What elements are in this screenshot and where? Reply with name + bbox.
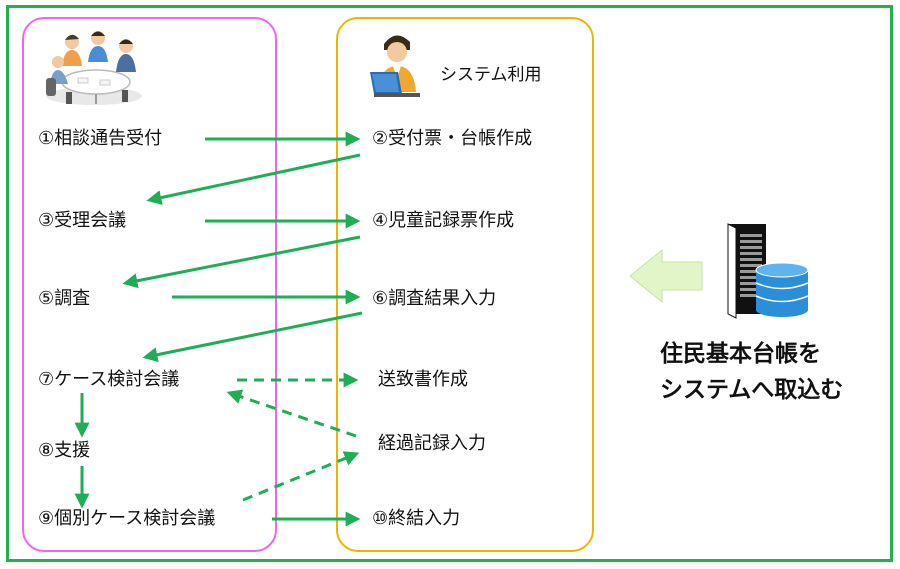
step-6-investigation-result: ⑥調査結果入力	[372, 288, 497, 309]
step-3-acceptance-meeting: ③受理会議	[38, 210, 127, 231]
step-7-case-meeting: ⑦ケース検討会議	[38, 369, 180, 390]
person-laptop-icon	[370, 35, 420, 97]
arrow-4-to-5	[122, 235, 361, 289]
step-4-child-record: ④児童記録票作成	[372, 210, 515, 231]
meeting-people-icon	[46, 31, 142, 105]
import-note: 住民基本台帳を システムへ取込む	[660, 336, 843, 408]
arrow-6-to-7	[142, 311, 363, 363]
step-send-document: 送致書作成	[378, 369, 468, 390]
step-10-closure: ⑩終結入力	[372, 508, 461, 529]
step-2-ledger-creation: ②受付票・台帳作成	[372, 128, 533, 149]
arrow-progress-to-7	[226, 389, 357, 438]
server-database-icon	[727, 223, 809, 319]
arrow-9-to-progress	[242, 451, 360, 502]
arrow-2-to-3	[146, 153, 361, 205]
step-5-investigation: ⑤調査	[38, 288, 91, 309]
outer-frame	[6, 5, 893, 562]
import-note-line1: 住民基本台帳を	[660, 341, 821, 367]
step-8-support: ⑧支援	[38, 440, 91, 461]
step-9-individual-case-meeting: ⑨個別ケース検討会議	[38, 508, 216, 529]
step-1-consultation-intake: ①相談通告受付	[38, 128, 163, 149]
system-usage-label: システム利用	[440, 65, 542, 85]
manual-process-box	[22, 17, 277, 552]
import-note-line2: システムへ取込む	[660, 377, 844, 403]
step-progress-record: 経過記録入力	[378, 433, 486, 454]
system-usage-box	[336, 17, 594, 552]
